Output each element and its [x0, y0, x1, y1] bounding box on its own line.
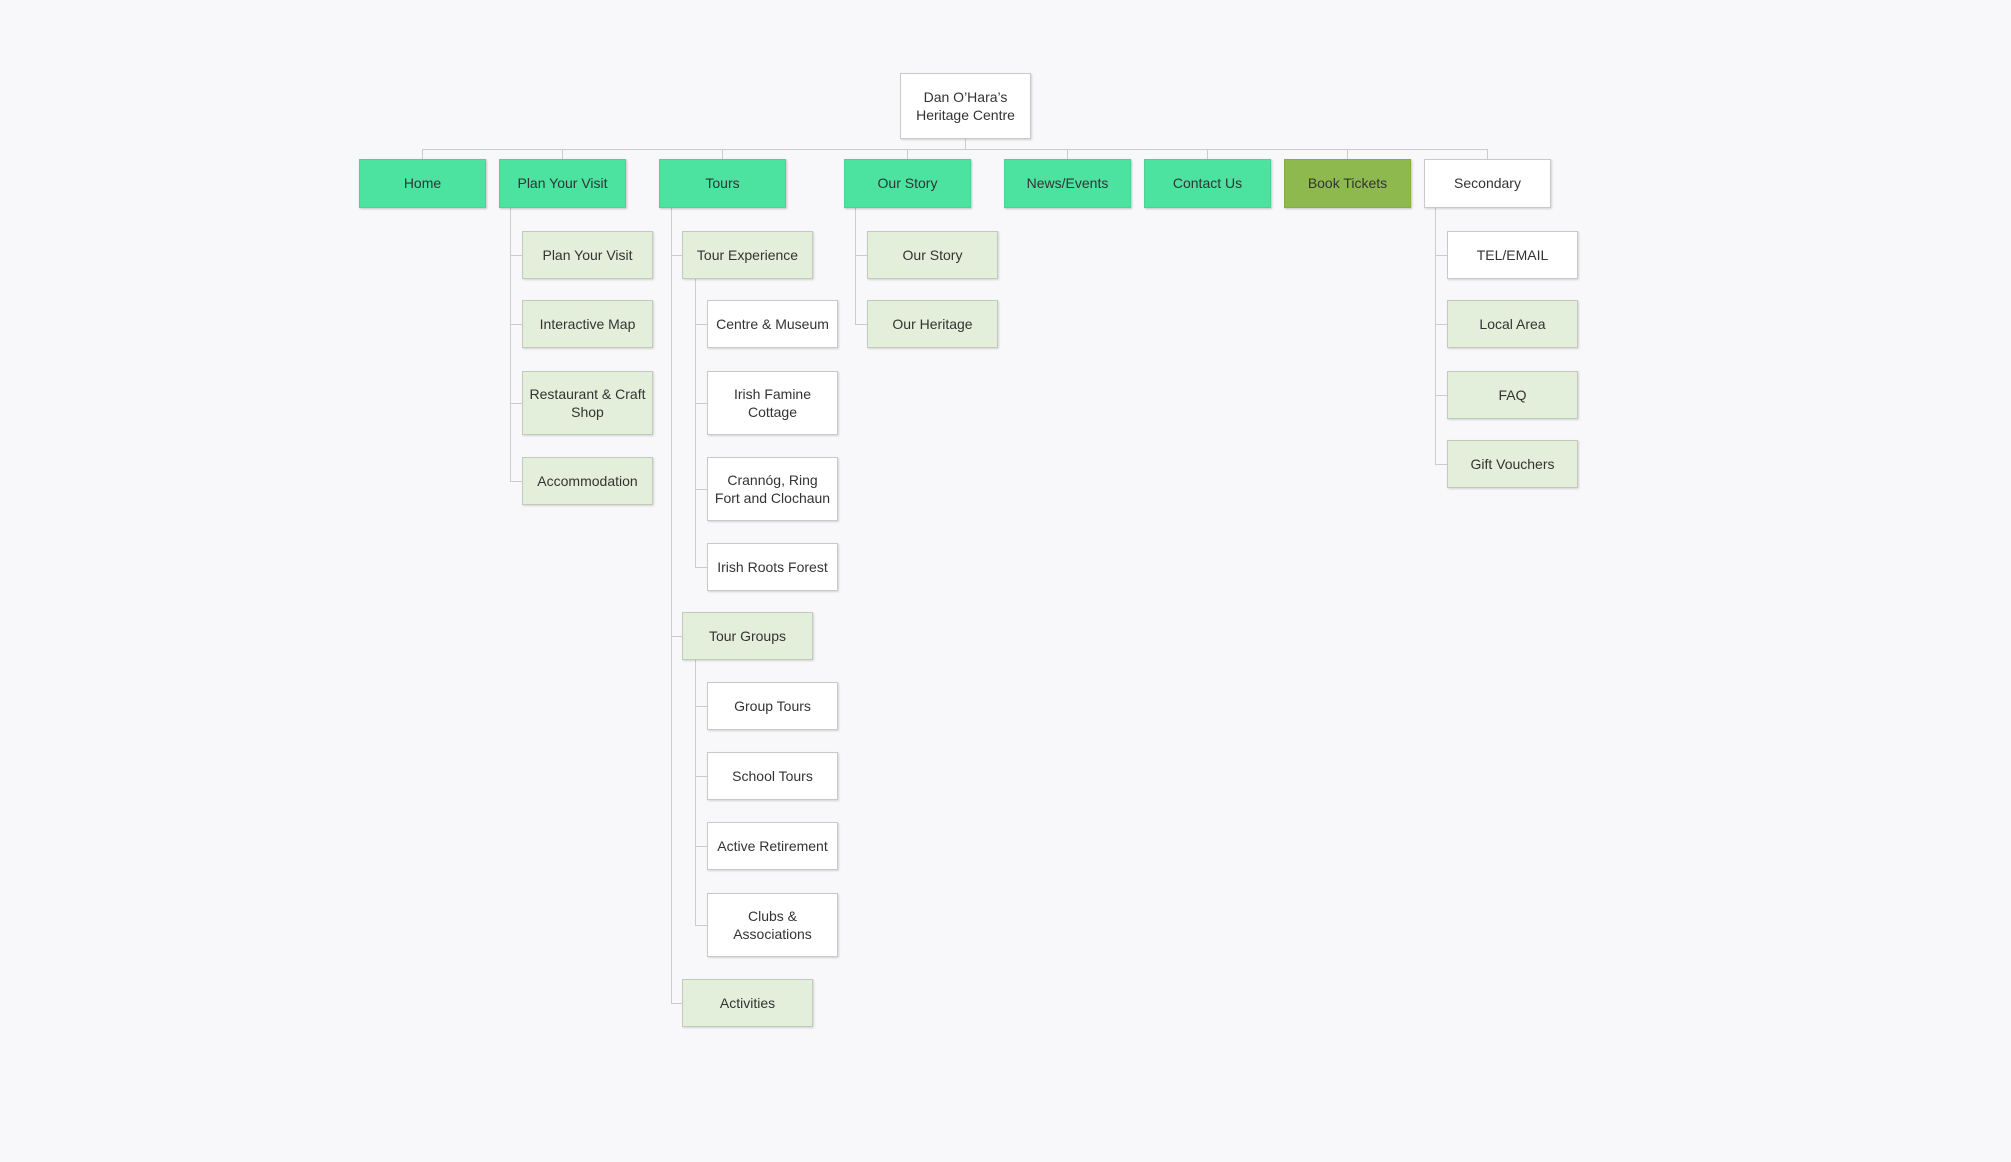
connector-line	[422, 149, 1488, 150]
node-crannog-ring-fort[interactable]: Crannóg, Ring Fort and Clochaun	[707, 457, 838, 521]
connector-line	[695, 567, 707, 568]
connector-line	[671, 255, 682, 256]
node-tel-email[interactable]: TEL/EMAIL	[1447, 231, 1578, 279]
node-our-heritage[interactable]: Our Heritage	[867, 300, 998, 348]
connector-line	[1487, 149, 1488, 159]
connector-line	[695, 489, 707, 490]
connector-line	[695, 706, 707, 707]
nav-node-news-events[interactable]: News/Events	[1004, 159, 1131, 208]
connector-line	[695, 776, 707, 777]
node-active-retirement[interactable]: Active Retirement	[707, 822, 838, 870]
connector-line	[695, 660, 696, 925]
nav-node-our-story[interactable]: Our Story	[844, 159, 971, 208]
node-irish-roots-forest[interactable]: Irish Roots Forest	[707, 543, 838, 591]
connector-line	[1435, 208, 1436, 464]
connector-line	[1207, 149, 1208, 159]
node-activities[interactable]: Activities	[682, 979, 813, 1027]
node-root[interactable]: Dan O’Hara’s Heritage Centre	[900, 73, 1031, 139]
connector-line	[510, 403, 522, 404]
nav-node-home[interactable]: Home	[359, 159, 486, 208]
connector-line	[510, 324, 522, 325]
connector-line	[1435, 464, 1447, 465]
nav-node-book-tickets[interactable]: Book Tickets	[1284, 159, 1411, 208]
nav-node-plan-your-visit[interactable]: Plan Your Visit	[499, 159, 626, 208]
connector-line	[1435, 324, 1447, 325]
connector-line	[1067, 149, 1068, 159]
connector-line	[695, 324, 707, 325]
connector-line	[1435, 395, 1447, 396]
node-gift-vouchers[interactable]: Gift Vouchers	[1447, 440, 1578, 488]
connector-line	[695, 925, 707, 926]
node-tour-groups[interactable]: Tour Groups	[682, 612, 813, 660]
connector-line	[907, 149, 908, 159]
connector-line	[722, 149, 723, 159]
node-tour-experience[interactable]: Tour Experience	[682, 231, 813, 279]
node-restaurant-craft-shop[interactable]: Restaurant & Craft Shop	[522, 371, 653, 435]
node-local-area[interactable]: Local Area	[1447, 300, 1578, 348]
connector-line	[422, 149, 423, 159]
node-accommodation[interactable]: Accommodation	[522, 457, 653, 505]
node-plan-your-visit-page[interactable]: Plan Your Visit	[522, 231, 653, 279]
connector-line	[855, 208, 856, 324]
connector-line	[671, 208, 672, 1003]
node-school-tours[interactable]: School Tours	[707, 752, 838, 800]
connector-line	[510, 208, 511, 481]
node-group-tours[interactable]: Group Tours	[707, 682, 838, 730]
nav-node-contact-us[interactable]: Contact Us	[1144, 159, 1271, 208]
connector-line	[671, 1003, 682, 1004]
connector-line	[965, 139, 966, 149]
connector-line	[562, 149, 563, 159]
connector-line	[510, 255, 522, 256]
nav-node-secondary[interactable]: Secondary	[1424, 159, 1551, 208]
node-our-story-page[interactable]: Our Story	[867, 231, 998, 279]
connector-line	[671, 636, 682, 637]
connector-line	[695, 403, 707, 404]
connector-line	[695, 279, 696, 567]
connector-line	[1347, 149, 1348, 159]
node-interactive-map[interactable]: Interactive Map	[522, 300, 653, 348]
node-faq[interactable]: FAQ	[1447, 371, 1578, 419]
node-centre-museum[interactable]: Centre & Museum	[707, 300, 838, 348]
node-irish-famine-cottage[interactable]: Irish Famine Cottage	[707, 371, 838, 435]
connector-line	[1435, 255, 1447, 256]
node-clubs-associations[interactable]: Clubs & Associations	[707, 893, 838, 957]
connector-line	[855, 255, 867, 256]
connector-line	[855, 324, 867, 325]
connector-line	[510, 481, 522, 482]
nav-node-tours[interactable]: Tours	[659, 159, 786, 208]
connector-line	[695, 846, 707, 847]
